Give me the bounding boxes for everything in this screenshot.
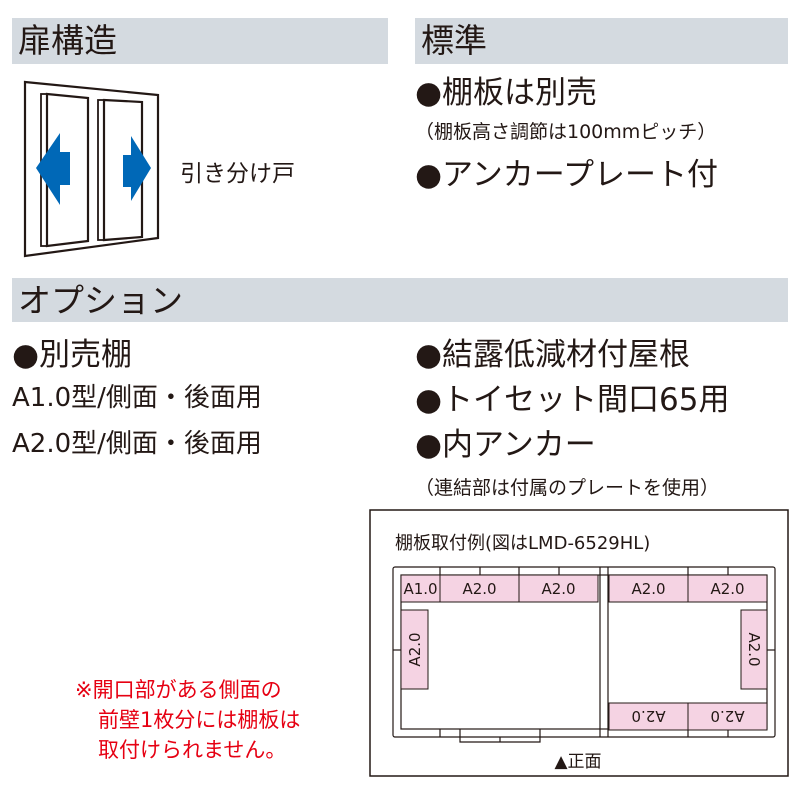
shelf-a2-top (687, 574, 768, 603)
arrow-left-icon (36, 133, 70, 205)
shelf-layout-diagram: 棚板取付例(図はLMD-6529HL) A1.0 A2.0 A2.0 A2.0 … (369, 509, 789, 777)
header-label: 標準 (421, 21, 487, 60)
shelf-label: A2.0 (462, 580, 496, 598)
shelf-a2-right (740, 609, 768, 690)
shelf-label: A2.0 (631, 707, 665, 725)
option-item: ●別売棚 (12, 337, 133, 373)
shelf-label: A1.0 (403, 580, 437, 598)
option-item: ●結露低減材付屋根 (415, 337, 691, 373)
shelf-a2-top (518, 574, 599, 603)
warning-note: 取付けられません。 (98, 738, 287, 762)
standard-item: ●アンカープレート付 (415, 157, 718, 193)
shelf-a2-bottom (608, 702, 689, 731)
shelf-label: A2.0 (745, 632, 763, 666)
option-note: （連結部は付属のプレートを使用） (415, 477, 720, 499)
header-options: オプション (12, 278, 788, 322)
shelf-a2-bottom (687, 702, 768, 731)
option-item: ●内アンカー (415, 427, 596, 463)
warning-note: 前壁1枚分には棚板は (98, 708, 301, 732)
diagram-title: 棚板取付例(図はLMD-6529HL) (395, 533, 650, 554)
shelf-label: A2.0 (406, 632, 424, 666)
shelf-a2-top (608, 574, 689, 603)
shelf-label: A2.0 (631, 580, 665, 598)
option-item: ●トイセット間口65用 (415, 382, 730, 418)
standard-note: （棚板高さ調節は100mmピッチ） (415, 121, 717, 143)
shelf-a2-left (400, 609, 429, 690)
front-label: ▲正面 (554, 752, 601, 772)
standard-item: ●棚板は別売 (415, 75, 598, 111)
header-label: オプション (18, 281, 183, 320)
warning-note: ※開口部がある側面の (75, 678, 282, 702)
header-standard: 標準 (415, 18, 788, 64)
arrow-right-icon (123, 136, 151, 201)
door-type-label: 引き分け戸 (180, 161, 295, 187)
option-subitem: A1.0型/側面・後面用 (12, 383, 262, 413)
sliding-door-icon (23, 80, 160, 258)
shelf-label: A2.0 (710, 580, 744, 598)
shelf-label: A2.0 (710, 707, 744, 725)
header-label: 扉構造 (18, 21, 117, 60)
option-subitem: A2.0型/側面・後面用 (12, 429, 262, 459)
shelf-label: A2.0 (541, 580, 575, 598)
header-door-structure: 扉構造 (12, 18, 388, 64)
